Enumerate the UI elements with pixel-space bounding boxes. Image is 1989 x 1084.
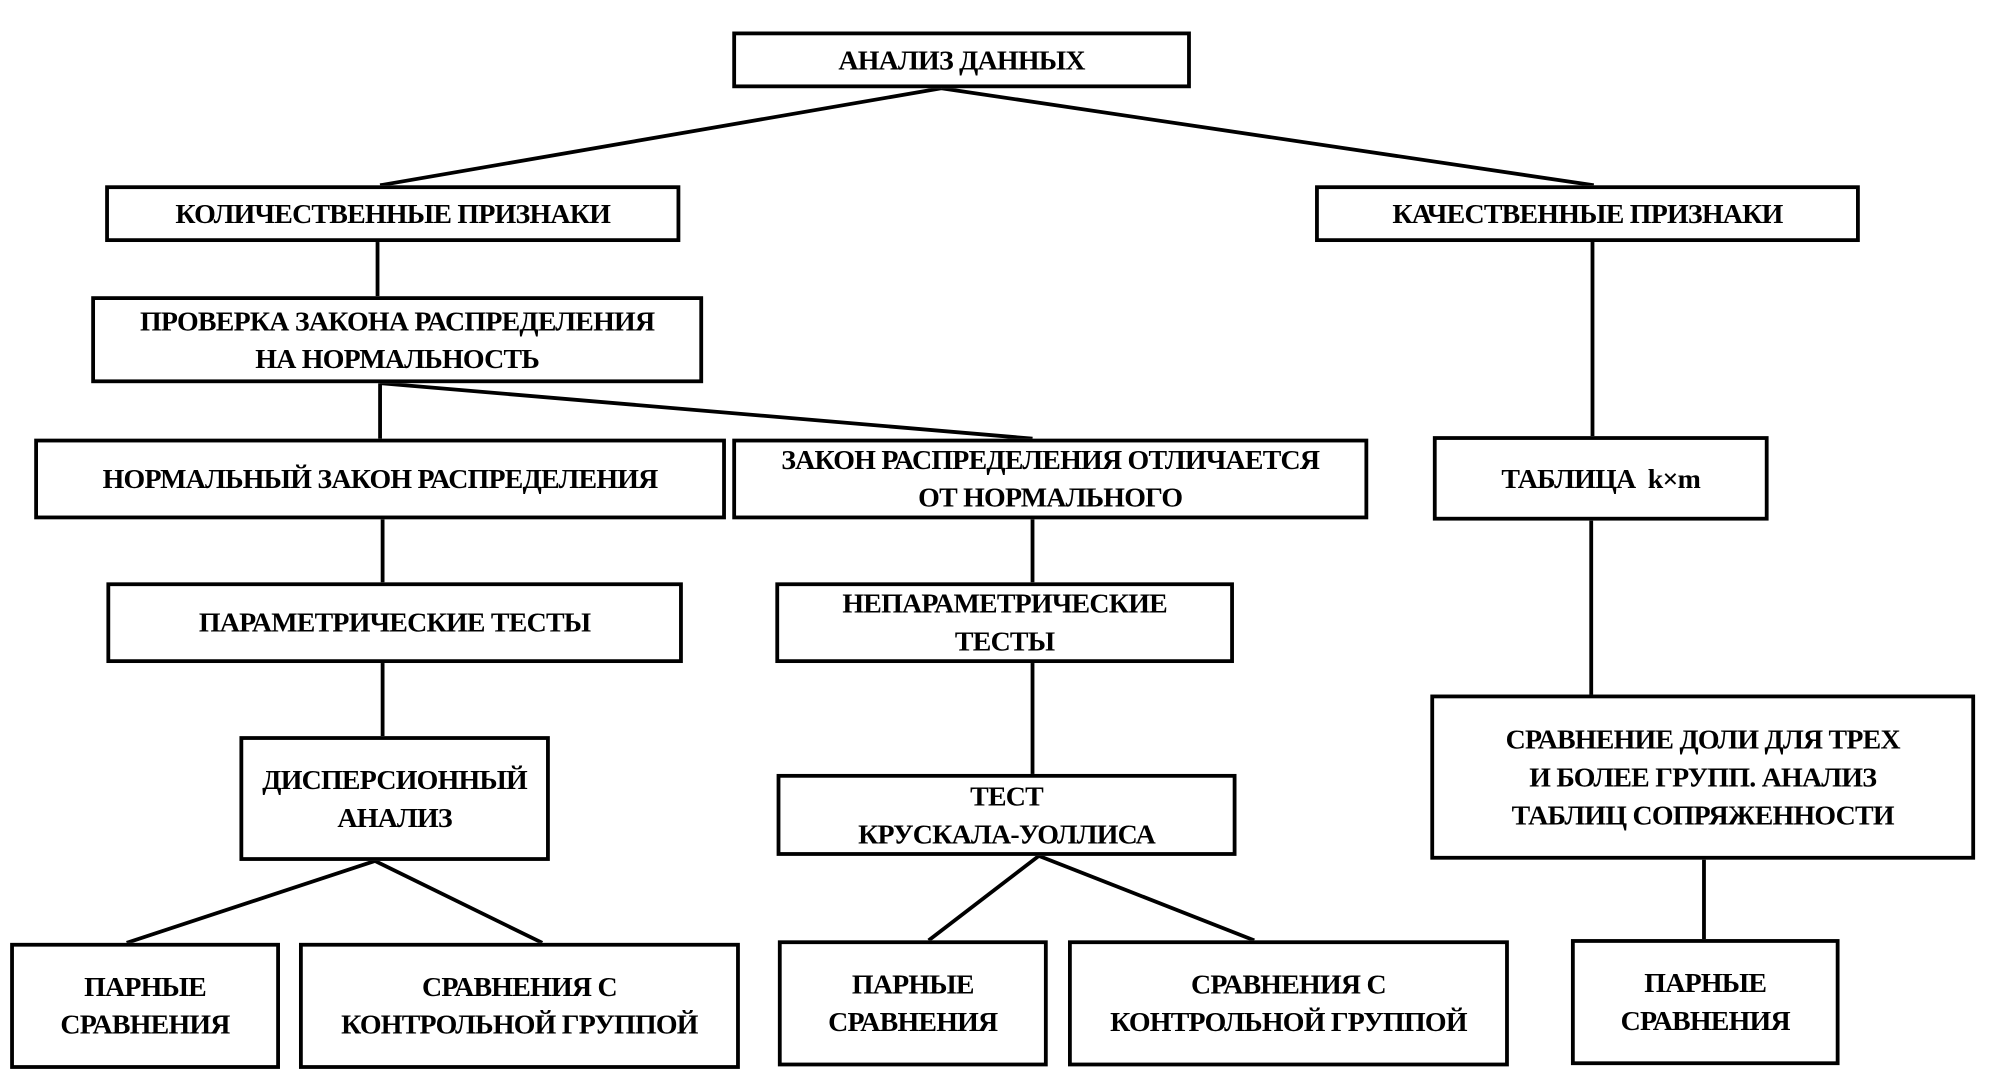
node-non-normal-distribution: ЗАКОН РАСПРЕДЕЛЕНИЯ ОТЛИЧАЕТСЯ ОТ НОРМАЛ… [732, 438, 1369, 520]
node-pairwise-comparisons-3: ПАРНЫЕ СРАВНЕНИЯ [1570, 939, 1840, 1066]
node-proportion-comparison: СРАВНЕНИЕ ДОЛИ ДЛЯ ТРЕХ И БОЛЕЕ ГРУПП. А… [1430, 694, 1976, 860]
connector-root-quantitative [379, 86, 942, 188]
node-qualitative-features: КАЧЕСТВЕННЫЕ ПРИЗНАКИ [1315, 185, 1860, 243]
node-normality-check: ПРОВЕРКА ЗАКОНА РАСПРЕДЕЛЕНИЯ НА НОРМАЛЬ… [91, 296, 704, 384]
node-control-group-comparisons-2: СРАВНЕНИЯ С КОНТРОЛЬНОЙ ГРУППОЙ [1067, 940, 1509, 1067]
node-control-group-comparisons-1: СРАВНЕНИЯ С КОНТРОЛЬНОЙ ГРУППОЙ [298, 942, 740, 1069]
node-contingency-table: ТАБЛИЦА k×m [1432, 436, 1769, 521]
node-pairwise-comparisons-2: ПАРНЫЕ СРАВНЕНИЯ [777, 940, 1048, 1067]
connector-anova-control [374, 859, 544, 945]
node-parametric-tests: ПАРАМЕТРИЧЕСКИЕ ТЕСТЫ [106, 582, 683, 664]
node-pairwise-comparisons-1: ПАРНЫЕ СРАВНЕНИЯ [10, 942, 280, 1069]
node-data-analysis: АНАЛИЗ ДАННЫХ [732, 31, 1191, 89]
connector-anova-pairwise [126, 859, 376, 945]
node-normal-distribution: НОРМАЛЬНЫЙ ЗАКОН РАСПРЕДЕЛЕНИЯ [34, 438, 726, 520]
connector-check-nonnormal [379, 381, 1033, 441]
connector-kruskal-pairwise [927, 854, 1041, 942]
node-nonparametric-tests: НЕПАРАМЕТРИЧЕСКИЕ ТЕСТЫ [775, 582, 1234, 664]
node-quantitative-features: КОЛИЧЕСТВЕННЫЕ ПРИЗНАКИ [105, 185, 681, 243]
node-variance-analysis: ДИСПЕРСИОННЫЙ АНАЛИЗ [239, 736, 550, 861]
connector-kruskal-control [1038, 854, 1255, 943]
connector-root-qualitative [941, 86, 1595, 188]
node-kruskal-wallis-test: ТЕСТ КРУСКАЛА-УОЛЛИСА [776, 773, 1237, 856]
